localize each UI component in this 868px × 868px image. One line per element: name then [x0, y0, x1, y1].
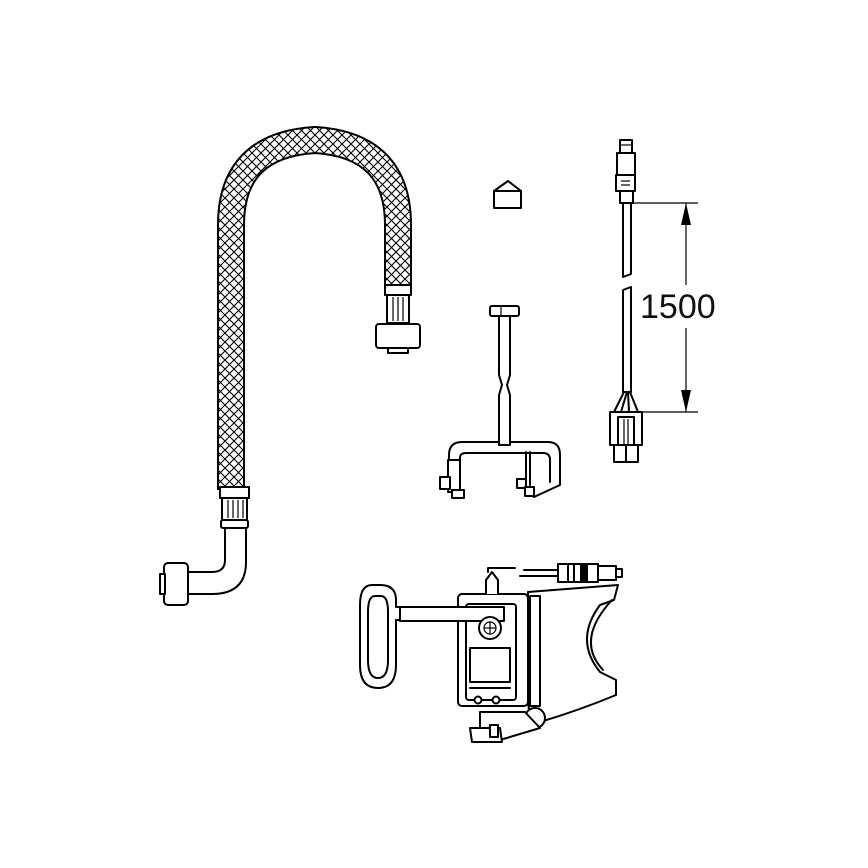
dimension-label: 1500: [640, 288, 716, 326]
bracket-part: [439, 305, 561, 499]
valve-unit: [359, 563, 623, 743]
cable-part: [609, 139, 643, 463]
hose-top-fitting: [375, 284, 421, 354]
cap-part: [493, 180, 522, 209]
braided-hose: [159, 125, 421, 606]
hose-bottom-fitting: [159, 486, 250, 606]
dimension-1500: [633, 202, 698, 413]
